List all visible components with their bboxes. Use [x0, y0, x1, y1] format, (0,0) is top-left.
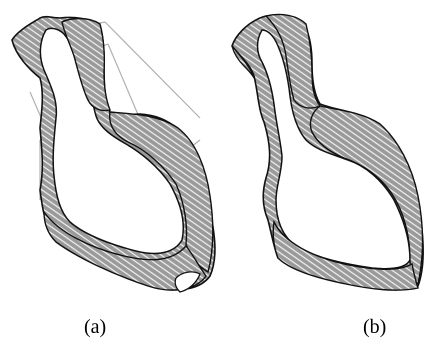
panel-a-caption: (a) — [84, 316, 106, 339]
panel-b-figure — [232, 14, 423, 290]
panel-b-caption: (b) — [363, 316, 386, 339]
panel-a-figure — [12, 17, 215, 292]
panel-a-lip — [175, 272, 200, 292]
